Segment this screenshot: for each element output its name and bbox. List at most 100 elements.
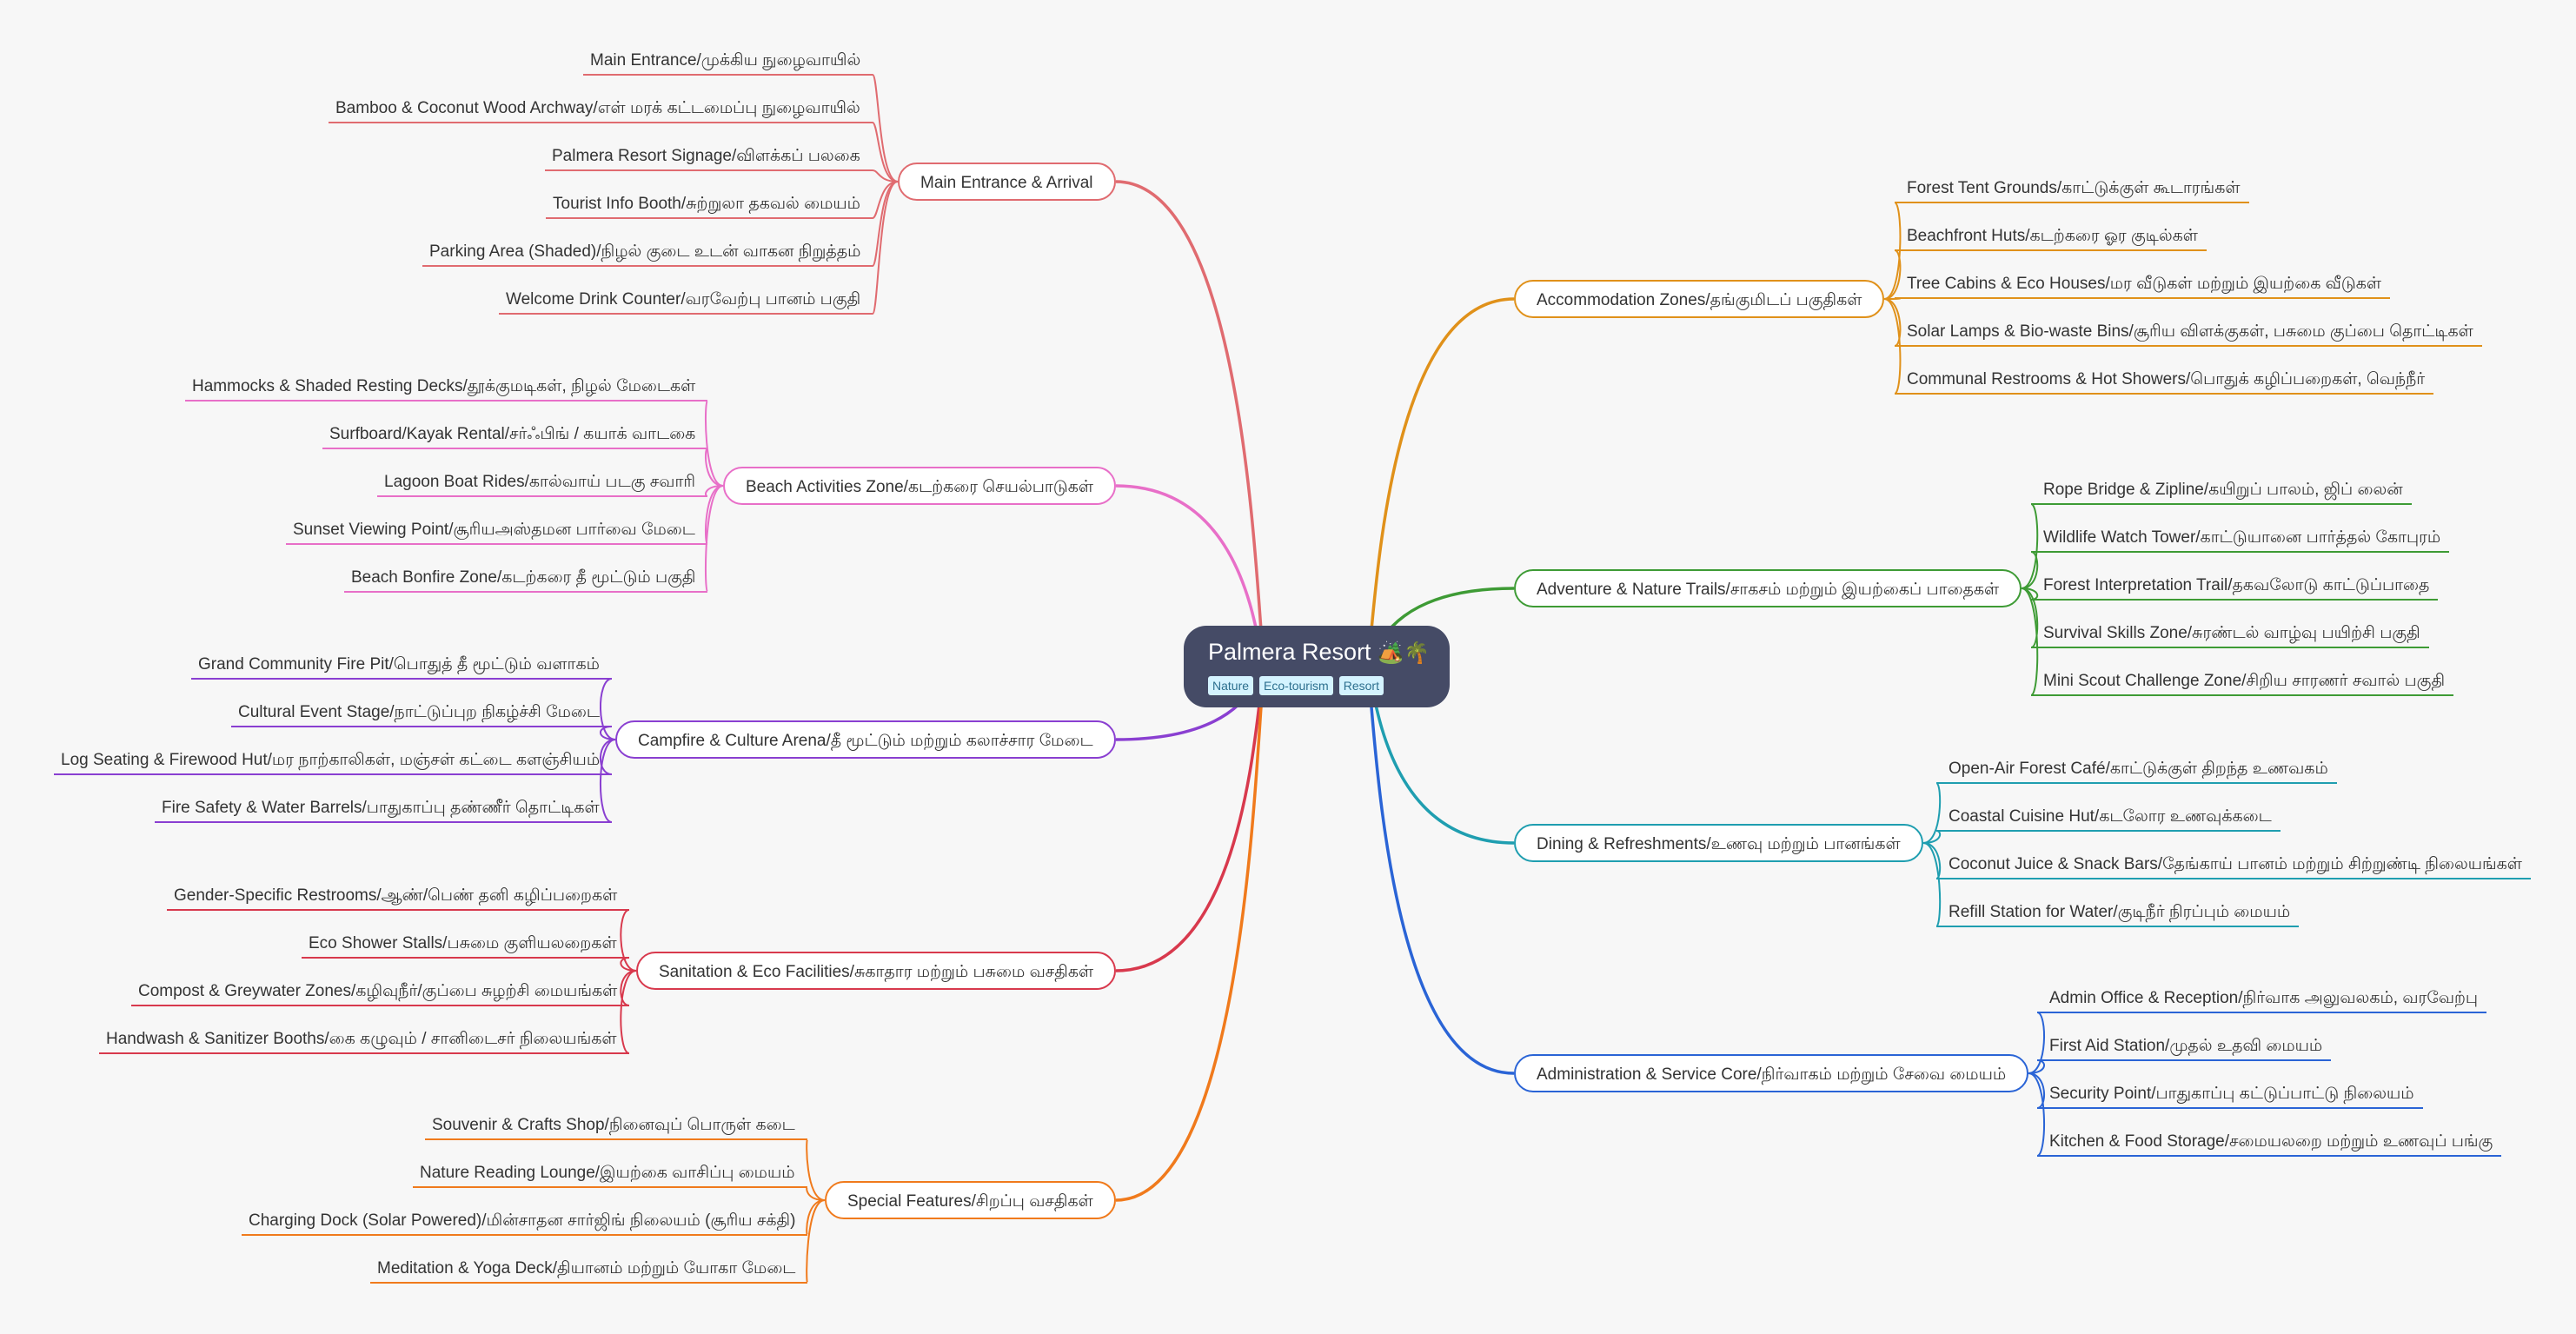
- branch-campfire-culture[interactable]: Campfire & Culture Arena/தீ மூட்டும் மற்…: [615, 720, 1116, 759]
- leaf-main-entrance-4[interactable]: Tourist Info Booth/சுற்றுலா தகவல் மையம்: [553, 195, 860, 213]
- leaf-main-entrance-6[interactable]: Welcome Drink Counter/வரவேற்பு பானம் பகு…: [506, 290, 861, 309]
- leaf-sanitation-eco-2[interactable]: Eco Shower Stalls/பசுமை குளியலறைகள்: [309, 934, 617, 952]
- leaf-main-entrance-1[interactable]: Main Entrance/முக்கிய நுழைவாயில்: [590, 51, 861, 70]
- leaf-special-features-4[interactable]: Meditation & Yoga Deck/தியானம் மற்றும் ய…: [377, 1259, 796, 1278]
- edge-campfire-culture-leaf: [599, 678, 616, 740]
- leaf-sanitation-eco-1[interactable]: Gender-Specific Restrooms/ஆண்/பெண் தனி க…: [174, 886, 618, 905]
- edge-root-administration: [1364, 665, 1515, 1075]
- tag-resort[interactable]: Resort: [1338, 676, 1384, 695]
- edge-beach-activities-leaf: [705, 400, 724, 487]
- edge-root-accommodation: [1364, 297, 1515, 668]
- edge-main-entrance-leaf: [872, 74, 899, 183]
- leaf-campfire-culture-3[interactable]: Log Seating & Firewood Hut/மர நாற்காலிகள…: [61, 751, 601, 769]
- leaf-sanitation-eco-3[interactable]: Compost & Greywater Zones/கழிவுநீர்/குப்…: [138, 982, 618, 1000]
- edge-beach-activities-leaf: [704, 485, 724, 593]
- root-title: Palmera Resort 🏕️🌴: [1208, 639, 1430, 665]
- edge-dining-leaf: [1922, 842, 1942, 927]
- root-node[interactable]: Palmera Resort 🏕️🌴 Nature Eco-tourism Re…: [1184, 626, 1450, 707]
- edge-root-special-features: [1115, 665, 1267, 1202]
- branch-dining[interactable]: Dining & Refreshments/உணவு மற்றும் பானங்…: [1514, 824, 1923, 862]
- leaf-administration-1[interactable]: Admin Office & Reception/நிர்வாக அலுவலகம…: [2049, 989, 2479, 1007]
- leaf-campfire-culture-1[interactable]: Grand Community Fire Pit/பொதுத் தீ மூட்ட…: [198, 655, 600, 674]
- edge-beach-activities-leaf: [704, 485, 724, 545]
- edge-accommodation-leaf: [1883, 297, 1902, 300]
- leaf-accommodation-4[interactable]: Solar Lamps & Bio-waste Bins/சூரிய விளக்…: [1907, 322, 2473, 341]
- leaf-dining-4[interactable]: Refill Station for Water/குடிநீர் நிரப்ப…: [1949, 903, 2291, 921]
- branch-adventure[interactable]: Adventure & Nature Trails/சாகசம் மற்றும்…: [1514, 569, 2022, 607]
- leaf-beach-activities-5[interactable]: Beach Bonfire Zone/கடற்கரை தீ மூட்டும் ப…: [351, 568, 696, 587]
- branch-sanitation-eco[interactable]: Sanitation & Eco Facilities/சுகாதார மற்ற…: [636, 952, 1117, 990]
- leaf-accommodation-2[interactable]: Beachfront Huts/கடற்கரை ஓர குடில்கள்: [1907, 227, 2198, 245]
- edge-special-features-leaf: [806, 1199, 826, 1236]
- edge-special-features-leaf: [806, 1186, 826, 1201]
- leaf-beach-activities-4[interactable]: Sunset Viewing Point/சூரியஅஸ்தமன பார்வை …: [293, 521, 695, 539]
- edge-sanitation-eco-leaf: [620, 970, 637, 1054]
- edge-main-entrance-leaf: [872, 181, 899, 267]
- edge-main-entrance-leaf: [872, 181, 899, 219]
- leaf-sanitation-eco-4[interactable]: Handwash & Sanitizer Booths/கை கழுவும் /…: [106, 1030, 617, 1048]
- edge-accommodation-leaf: [1883, 298, 1902, 395]
- edge-main-entrance-leaf: [872, 181, 899, 315]
- edge-adventure-leaf: [2021, 587, 2039, 648]
- leaf-beach-activities-1[interactable]: Hammocks & Shaded Resting Decks/தூக்குமட…: [192, 377, 696, 395]
- camping-palm-emoji: 🏕️🌴: [1378, 641, 1430, 665]
- leaf-dining-3[interactable]: Coconut Juice & Snack Bars/தேங்காய் பானம…: [1949, 855, 2522, 873]
- leaf-special-features-2[interactable]: Nature Reading Lounge/இயற்கை வாசிப்பு மை…: [420, 1164, 795, 1182]
- leaf-administration-3[interactable]: Security Point/பாதுகாப்பு கட்டுப்பாட்டு …: [2049, 1085, 2414, 1103]
- leaf-adventure-2[interactable]: Wildlife Watch Tower/காட்டுயானை பார்த்தல…: [2043, 528, 2441, 547]
- edge-dining-leaf: [1922, 842, 1942, 879]
- leaf-special-features-3[interactable]: Charging Dock (Solar Powered)/மின்சாதன ச…: [249, 1211, 796, 1230]
- leaf-campfire-culture-2[interactable]: Cultural Event Stage/நாட்டுப்புற நிகழ்ச்…: [238, 703, 600, 721]
- edge-accommodation-leaf: [1883, 249, 1902, 300]
- branch-main-entrance[interactable]: Main Entrance & Arrival: [898, 163, 1116, 201]
- leaf-administration-2[interactable]: First Aid Station/முதல் உதவி மையம்: [2049, 1037, 2323, 1055]
- edge-beach-activities-leaf: [705, 448, 724, 487]
- leaf-beach-activities-2[interactable]: Surfboard/Kayak Rental/சர்ஃபிங் / கயாக் …: [329, 425, 696, 443]
- edge-adventure-leaf: [2021, 587, 2039, 696]
- branch-accommodation[interactable]: Accommodation Zones/தங்குமிடப் பகுதிகள்: [1514, 280, 1885, 318]
- leaf-main-entrance-5[interactable]: Parking Area (Shaded)/நிழல் குடை உடன் வா…: [429, 242, 861, 261]
- edge-beach-activities-leaf: [705, 485, 724, 497]
- leaf-adventure-4[interactable]: Survival Skills Zone/சுரண்டல் வாழ்வு பயி…: [2043, 624, 2420, 642]
- leaf-dining-2[interactable]: Coastal Cuisine Hut/கடலோர உணவுக்கடை: [1949, 807, 2272, 826]
- edge-sanitation-eco-leaf: [620, 970, 637, 1006]
- edge-campfire-culture-leaf: [600, 739, 616, 775]
- edge-sanitation-eco-leaf: [620, 957, 637, 972]
- edge-root-sanitation-eco: [1115, 665, 1267, 972]
- tag-eco-tourism[interactable]: Eco-tourism: [1259, 676, 1333, 695]
- leaf-special-features-1[interactable]: Souvenir & Crafts Shop/நினைவுப் பொருள் க…: [432, 1116, 795, 1134]
- leaf-accommodation-5[interactable]: Communal Restrooms & Hot Showers/பொதுக் …: [1907, 370, 2426, 388]
- edge-sanitation-eco-leaf: [620, 909, 637, 972]
- leaf-accommodation-3[interactable]: Tree Cabins & Eco Houses/மர வீடுகள் மற்ற…: [1907, 275, 2382, 293]
- branch-beach-activities[interactable]: Beach Activities Zone/கடற்கரை செயல்பாடுக…: [723, 467, 1117, 505]
- edge-root-main-entrance: [1115, 180, 1267, 668]
- leaf-campfire-culture-4[interactable]: Fire Safety & Water Barrels/பாதுகாப்பு த…: [162, 799, 600, 817]
- edge-adventure-leaf: [2021, 587, 2039, 601]
- leaf-administration-4[interactable]: Kitchen & Food Storage/சமையலறை மற்றும் உ…: [2049, 1132, 2493, 1151]
- leaf-adventure-1[interactable]: Rope Bridge & Zipline/கயிறுப் பாலம், ஜிப…: [2043, 481, 2403, 499]
- edge-campfire-culture-leaf: [600, 739, 616, 823]
- leaf-adventure-5[interactable]: Mini Scout Challenge Zone/சிறிய சாரணர் ச…: [2043, 672, 2446, 690]
- tag-nature[interactable]: Nature: [1208, 676, 1254, 695]
- root-tags: Nature Eco-tourism Resort: [1208, 676, 1450, 695]
- edge-dining-leaf: [1922, 782, 1942, 844]
- leaf-main-entrance-2[interactable]: Bamboo & Coconut Wood Archway/எள் மரக் க…: [335, 99, 860, 117]
- leaf-adventure-3[interactable]: Forest Interpretation Trail/தகவலோடு காட்…: [2043, 576, 2430, 594]
- edge-accommodation-leaf: [1883, 202, 1902, 300]
- branch-administration[interactable]: Administration & Service Core/நிர்வாகம் …: [1514, 1054, 2029, 1092]
- branch-special-features[interactable]: Special Features/சிறப்பு வசதிகள்: [825, 1181, 1116, 1219]
- edge-administration-leaf: [2028, 1072, 2046, 1109]
- edge-campfire-culture-leaf: [600, 726, 616, 740]
- edge-adventure-leaf: [2021, 551, 2039, 589]
- edge-adventure-leaf: [2021, 503, 2039, 589]
- edge-main-entrance-leaf: [872, 169, 899, 183]
- leaf-main-entrance-3[interactable]: Palmera Resort Signage/விளக்கப் பலகை: [552, 147, 860, 165]
- edge-administration-leaf: [2028, 1072, 2046, 1157]
- leaf-beach-activities-3[interactable]: Lagoon Boat Rides/கால்வாய் படகு சவாரி: [384, 473, 696, 491]
- edge-accommodation-leaf: [1883, 298, 1902, 347]
- leaf-dining-1[interactable]: Open-Air Forest Café/காட்டுக்குள் திறந்த…: [1949, 760, 2328, 778]
- edge-special-features-leaf: [806, 1138, 826, 1201]
- leaf-accommodation-1[interactable]: Forest Tent Grounds/காட்டுக்குள் கூடாரங்…: [1907, 179, 2241, 197]
- edge-administration-leaf: [2028, 1012, 2045, 1074]
